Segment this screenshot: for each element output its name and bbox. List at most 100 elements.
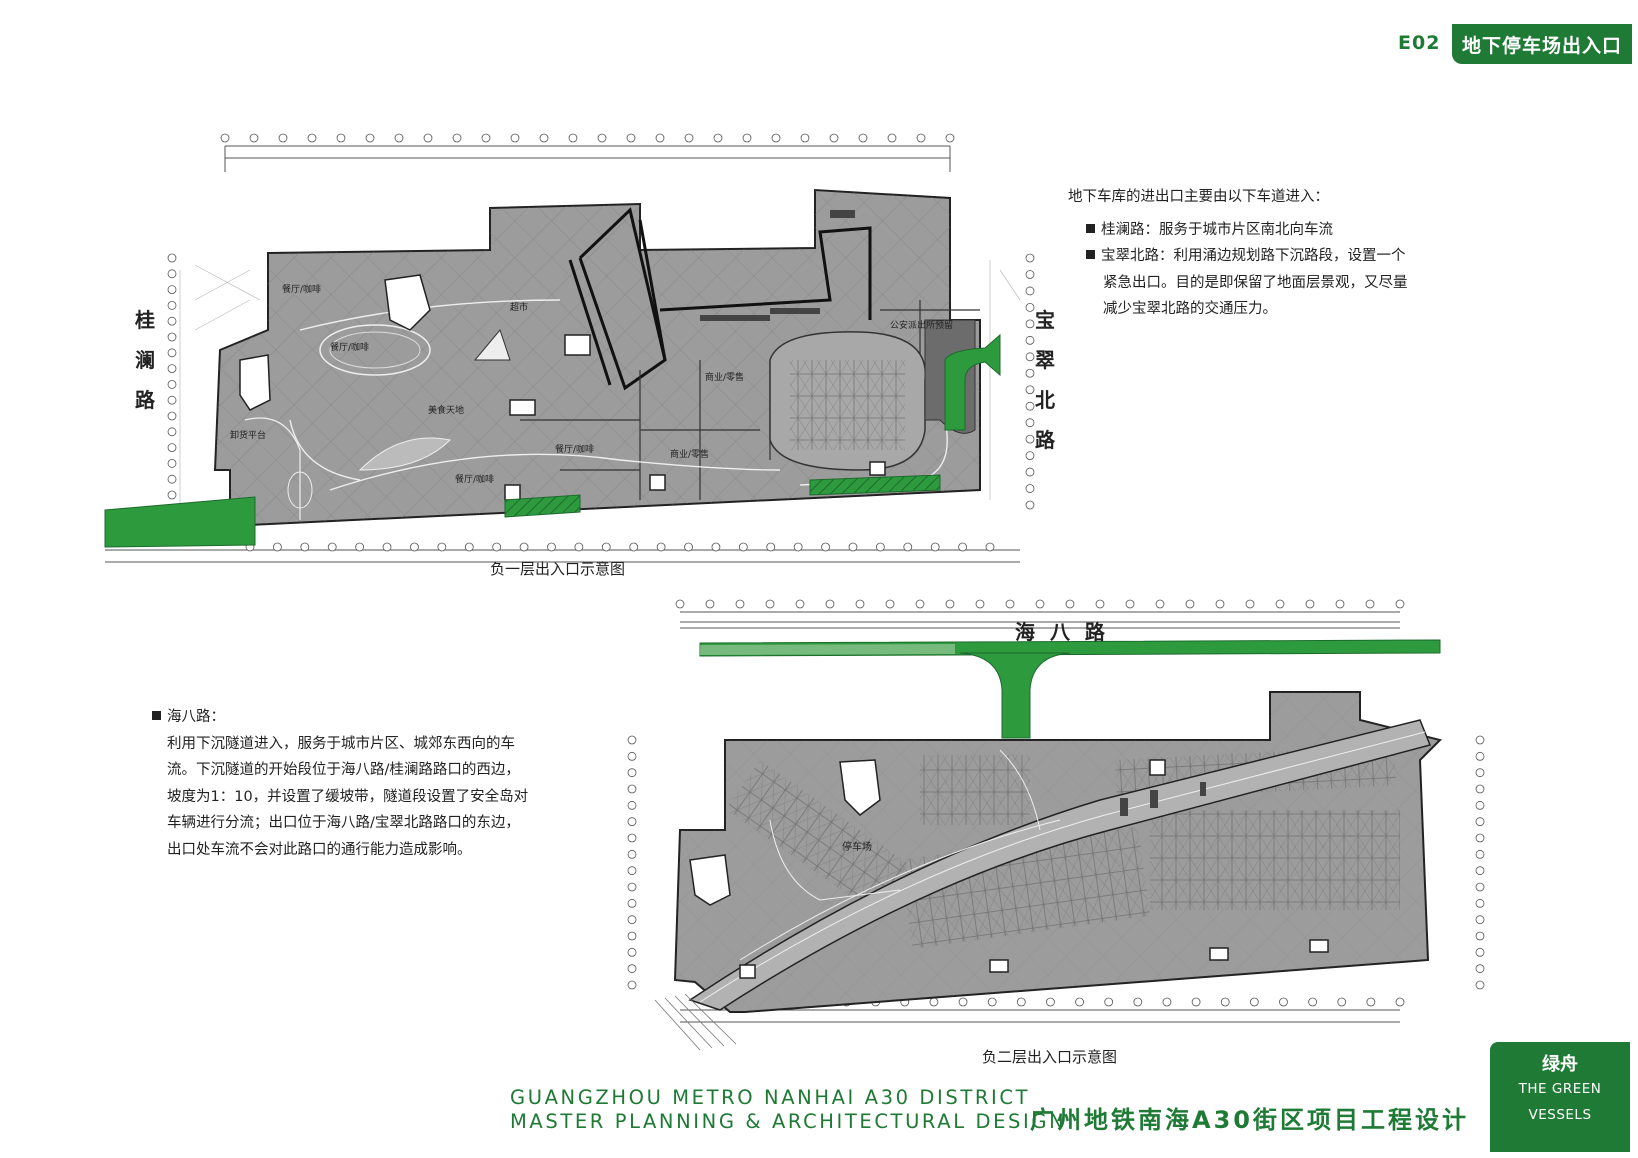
axis-bubble <box>167 300 177 310</box>
axis-bubble <box>167 443 177 453</box>
road-label-haiba: 海 八 路 <box>1015 620 1109 644</box>
axis-bubble <box>167 474 177 484</box>
axis-bubble <box>167 395 177 405</box>
sheet-code: E02 <box>1398 32 1441 54</box>
axis-bubble <box>1395 599 1405 609</box>
axis-bubble <box>885 599 895 609</box>
axis-bubble <box>627 768 637 778</box>
axis-bubble <box>382 542 392 552</box>
axis-bubble <box>410 542 419 552</box>
footer-english-line2: MASTER PLANNING & ARCHITECTURAL DESIGN <box>510 1110 1067 1133</box>
axis-bubble <box>684 133 694 143</box>
axis-bubble <box>167 316 177 326</box>
room-label: 商业/零售 <box>670 450 710 460</box>
axis-bubble <box>1025 467 1035 477</box>
axis-bubble <box>929 997 939 1007</box>
axis-bubble <box>1475 735 1485 745</box>
axis-bubble <box>1365 599 1375 609</box>
axis-bubble <box>1185 599 1195 609</box>
axis-bubble <box>705 599 715 609</box>
axis-bubble <box>975 599 985 609</box>
plan-b2 <box>627 599 1485 1051</box>
axis-bubble <box>627 784 637 794</box>
notes-heading: 海八路： <box>167 709 225 725</box>
b1-west-ramp <box>104 496 256 548</box>
logo-chinese: 绿舟 <box>1542 1054 1578 1075</box>
axis-bubble <box>713 133 723 143</box>
axis-bubble <box>875 542 885 552</box>
axis-bubble <box>1025 319 1035 329</box>
axis-bubble <box>452 133 462 143</box>
axis-bubble <box>684 542 693 552</box>
axis-bubble <box>1025 302 1035 312</box>
b1-bottom-axis-bubbles <box>245 542 995 552</box>
axis-bubble <box>742 133 752 143</box>
axis-bubble <box>627 751 637 761</box>
axis-bubble <box>167 285 177 295</box>
axis-bubble <box>519 542 529 552</box>
axis-bubble <box>1395 997 1405 1007</box>
b1-right-axis-bubbles <box>1025 253 1035 510</box>
room-label: 餐厅/咖啡 <box>555 445 595 455</box>
room-label: 餐厅/咖啡 <box>282 285 322 295</box>
axis-bubble <box>656 542 666 552</box>
note-line: 流。下沉隧道的开始段位于海八路/桂澜路路口的西边， <box>167 762 520 778</box>
axis-bubble <box>1220 997 1230 1007</box>
axis-bubble <box>1366 997 1376 1007</box>
axis-bubble <box>1308 997 1318 1007</box>
axis-bubble <box>167 332 177 342</box>
axis-bubble <box>1025 368 1035 378</box>
axis-bubble <box>627 735 637 745</box>
axis-bubble <box>848 542 858 552</box>
axis-bubble <box>1475 866 1485 876</box>
axis-bubble <box>915 599 925 609</box>
note-item: 桂澜路：服务于城市片区南北向车流 <box>1101 221 1333 238</box>
axis-bubble <box>336 133 346 143</box>
axis-bubble <box>987 997 997 1007</box>
b1-escalators <box>700 210 855 321</box>
axis-bubble <box>1475 980 1485 990</box>
axis-bubble <box>627 964 637 974</box>
axis-bubble <box>1025 385 1035 395</box>
axis-bubble <box>437 542 447 552</box>
axis-bubble <box>481 133 491 143</box>
b1-top-axis-bubbles <box>220 133 955 143</box>
axis-bubble <box>597 133 607 143</box>
room-label: 公安派出所预留 <box>890 321 954 331</box>
axis-bubble <box>1337 997 1347 1007</box>
axis-bubble <box>1475 817 1485 827</box>
axis-bubble <box>627 800 637 810</box>
axis-bubble <box>167 490 177 500</box>
bullet-icon <box>1086 250 1095 259</box>
b1-thick-walls <box>568 207 872 391</box>
axis-bubble <box>1025 418 1035 428</box>
axis-bubble <box>1025 401 1035 411</box>
axis-bubble <box>394 133 404 143</box>
room-label: 超市 <box>510 303 529 313</box>
axis-bubble <box>1475 882 1485 892</box>
axis-bubble <box>1025 484 1035 493</box>
axis-bubble <box>1025 500 1035 510</box>
axis-bubble <box>167 411 177 421</box>
plan-b1 <box>104 133 1035 563</box>
axis-bubble <box>167 269 177 279</box>
axis-bubble <box>771 133 781 143</box>
axis-bubble <box>1046 997 1055 1007</box>
axis-bubble <box>1475 964 1485 974</box>
axis-bubble <box>675 599 685 609</box>
axis-bubble <box>825 599 835 609</box>
axis-bubble <box>627 817 637 827</box>
note-line: 利用下沉隧道进入，服务于城市片区、城郊东西向的车 <box>167 735 515 752</box>
axis-bubble <box>1025 352 1035 362</box>
axis-bubble <box>627 866 637 876</box>
axis-bubble <box>1475 849 1485 859</box>
b2-right-axis-bubbles <box>1475 735 1485 990</box>
axis-bubble <box>1475 784 1485 794</box>
b2-cores <box>689 759 1329 979</box>
axis-bubble <box>365 133 375 143</box>
axis-bubble <box>574 542 584 552</box>
axis-bubble <box>627 833 637 843</box>
axis-bubble <box>1125 599 1135 609</box>
notes-right: 地下车库的进出口主要由以下车道进入： 桂澜路：服务于城市片区南北向车流 宝翠北路… <box>1068 184 1408 323</box>
notes-left: 海八路： 利用下沉隧道进入，服务于城市片区、城郊东西向的车 流。下沉隧道的开始段… <box>152 704 528 863</box>
